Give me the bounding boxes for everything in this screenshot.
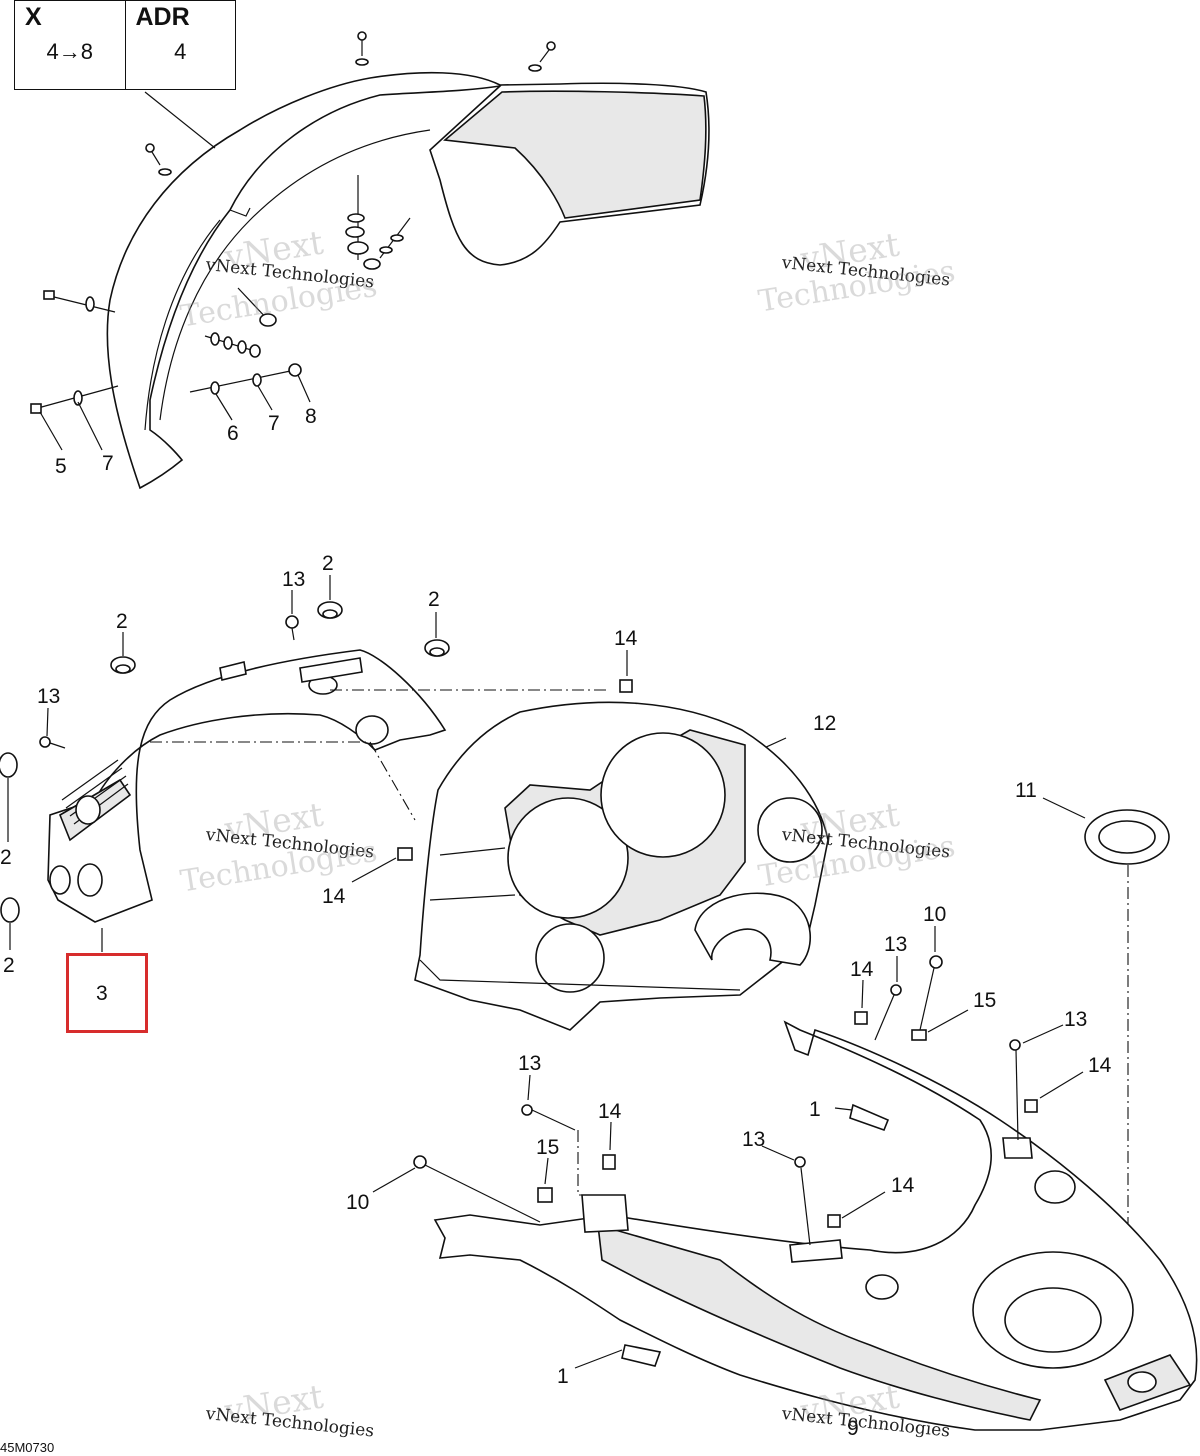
screw-icon	[39, 736, 66, 749]
screw-row-icon	[30, 287, 302, 414]
screw-icon	[794, 1156, 811, 1246]
grommet-icon	[110, 656, 136, 674]
callout-12: 12	[813, 712, 836, 735]
clip-icon	[854, 1011, 868, 1025]
legend-col-adr: ADR 4	[124, 1, 236, 89]
callout-14f: 14	[1088, 1054, 1112, 1077]
screw-icon	[528, 41, 556, 72]
callout-6: 6	[227, 422, 239, 445]
screw-icon	[521, 1104, 576, 1131]
legend-x-value: 4→8	[46, 39, 93, 64]
bracket-icon	[621, 1344, 662, 1367]
screw-icon	[285, 615, 299, 641]
screw-icon	[1009, 1039, 1021, 1141]
clip-icon	[1024, 1099, 1038, 1113]
legend-col-x: X 4→8	[15, 1, 125, 89]
screw-icon	[413, 1155, 541, 1223]
callout-13b: 13	[37, 685, 60, 708]
bracket-icon	[849, 1103, 890, 1132]
clip-icon	[619, 679, 633, 693]
callout-8: 8	[305, 405, 317, 428]
callout-2c: 2	[116, 610, 128, 633]
side-cowl-part	[47, 649, 447, 923]
lower-console-part	[433, 1020, 1198, 1431]
gauge-housing-part	[414, 701, 1170, 1031]
callout-15b: 15	[973, 989, 996, 1012]
callout-10a: 10	[346, 1191, 369, 1214]
callout-14b: 14	[322, 885, 346, 908]
clip-icon	[602, 1154, 616, 1170]
legend-table: X 4→8 ADR 4	[14, 0, 236, 90]
middle-fasteners: 13 2 2 2 13 2 2 14 12 14 11	[0, 552, 1129, 1300]
grommet-icon	[0, 897, 20, 923]
callout-14c: 14	[598, 1100, 622, 1123]
callout-11: 11	[1015, 779, 1037, 802]
screw-icon	[874, 984, 902, 1041]
screw-icon	[355, 31, 369, 66]
callout-1b: 1	[809, 1098, 821, 1121]
callout-1a: 1	[557, 1365, 569, 1388]
clip-icon	[537, 1187, 553, 1203]
callout-7: 7	[102, 452, 114, 475]
diagram-code: 45M0730	[0, 1440, 55, 1455]
legend-adr-header: ADR	[135, 3, 190, 31]
top-fasteners: 5 7 6 7 8	[30, 31, 556, 478]
grommet-icon	[424, 639, 450, 657]
callout-13a: 13	[282, 568, 305, 591]
callout-2e: 2	[3, 954, 15, 977]
callout-2b: 2	[428, 588, 440, 611]
clip-icon	[397, 847, 413, 861]
screw-icon	[919, 955, 943, 1031]
callout-13f: 13	[1064, 1008, 1087, 1031]
legend-x-header: X	[25, 3, 42, 31]
screw-icon	[145, 143, 172, 176]
callout-14a: 14	[614, 627, 638, 650]
callout-13e: 13	[884, 933, 907, 956]
nut-stack-icon	[345, 175, 411, 270]
legend-adr-value: 4	[174, 39, 187, 64]
callout-2a: 2	[322, 552, 334, 575]
grommet-icon	[317, 601, 343, 619]
callout-15a: 15	[536, 1136, 559, 1159]
highlighted-callout-box[interactable]	[66, 953, 148, 1033]
callout-9: 9	[847, 1417, 859, 1440]
clip-icon	[827, 1214, 841, 1228]
windshield-part	[106, 71, 710, 490]
callout-14d: 14	[891, 1174, 915, 1197]
callout-13c: 13	[518, 1052, 541, 1075]
bottom-fasteners: 10 13 14 15 13 14 1 13 14 15 10 13 14 1 …	[346, 903, 1112, 1440]
callout-7b: 7	[268, 412, 280, 435]
clip-icon	[911, 1029, 927, 1041]
callout-3: 3	[96, 982, 108, 1005]
callout-14e: 14	[850, 958, 874, 981]
callout-5: 5	[55, 455, 67, 478]
callout-10b: 10	[923, 903, 946, 926]
callout-2d: 2	[0, 846, 12, 869]
grommet-icon	[0, 752, 18, 778]
callout-13d: 13	[742, 1128, 765, 1151]
